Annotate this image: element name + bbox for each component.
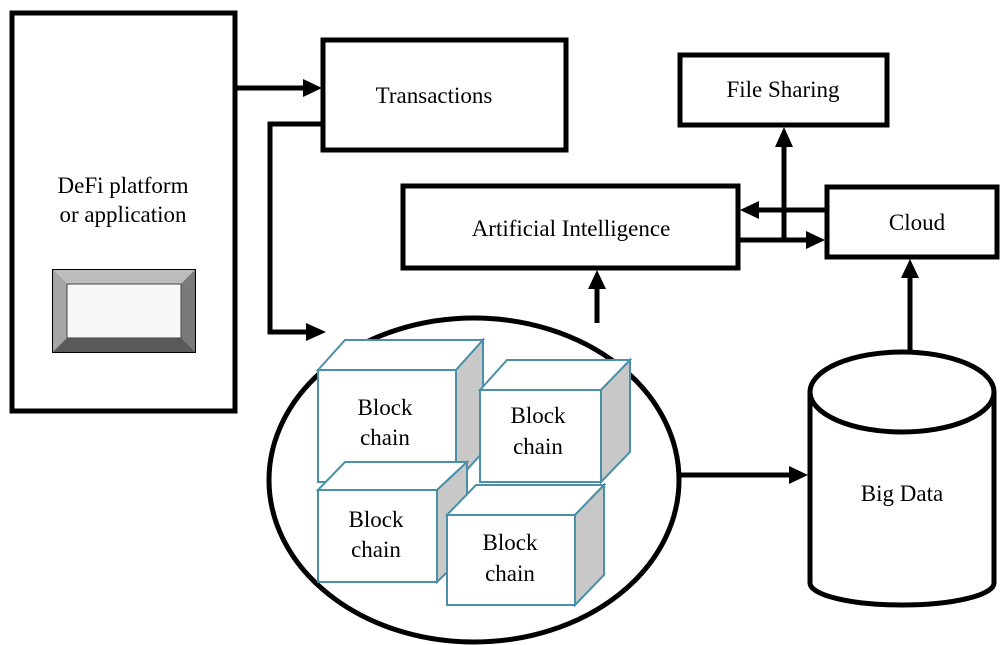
big-data-node: Big Data: [807, 349, 997, 608]
cube-4-label-line2: chain: [485, 561, 535, 586]
cube-2-label-line2: chain: [513, 434, 563, 459]
blockchain-cluster: Block chain Block chain Block chain Bloc…: [266, 315, 682, 645]
cube-3-label-line2: chain: [351, 537, 401, 562]
transactions-label: Transactions: [376, 83, 493, 108]
defi-platform-label-line1: DeFi platform: [58, 173, 189, 198]
cloud-label: Cloud: [889, 210, 946, 235]
artificial-intelligence-label: Artificial Intelligence: [472, 216, 671, 241]
big-data-label: Big Data: [861, 481, 943, 506]
arrow-defi-to-transactions: [237, 79, 322, 97]
arrow-to-file-sharing: [775, 127, 793, 240]
arrow-blockchain-to-bigdata: [679, 466, 808, 484]
defi-platform-node: DeFi platform or application: [9, 10, 238, 414]
arrow-cloud-to-ai: [740, 201, 825, 219]
file-sharing-node: File Sharing: [677, 52, 890, 128]
blockchain-cube-2: Block chain: [477, 357, 633, 485]
defi-platform-label-line2: or application: [59, 202, 187, 227]
arrow-bigdata-to-cloud: [901, 259, 919, 352]
cube-1-label-line1: Block: [358, 395, 413, 420]
file-sharing-label: File Sharing: [726, 77, 840, 102]
blockchain-cube-4: Block chain: [444, 482, 607, 608]
arrow-ai-to-cloud: [740, 231, 825, 249]
cube-2-label-line1: Block: [511, 403, 566, 428]
cube-4-label-line1: Block: [483, 530, 538, 555]
cube-3-label-line1: Block: [349, 507, 404, 532]
screen-icon: [52, 269, 196, 353]
cube-1-label-line2: chain: [360, 425, 410, 450]
cloud-node: Cloud: [824, 184, 1000, 260]
transactions-node: Transactions: [320, 37, 569, 153]
blockchain-cube-3: Block chain: [315, 459, 470, 585]
blockchain-cube-1: Block chain: [315, 337, 486, 485]
artificial-intelligence-node: Artificial Intelligence: [400, 183, 741, 271]
arrow-blockchain-to-ai: [588, 270, 606, 323]
connectors: [237, 79, 919, 484]
arrow-transactions-to-blockchain: [267, 121, 326, 341]
